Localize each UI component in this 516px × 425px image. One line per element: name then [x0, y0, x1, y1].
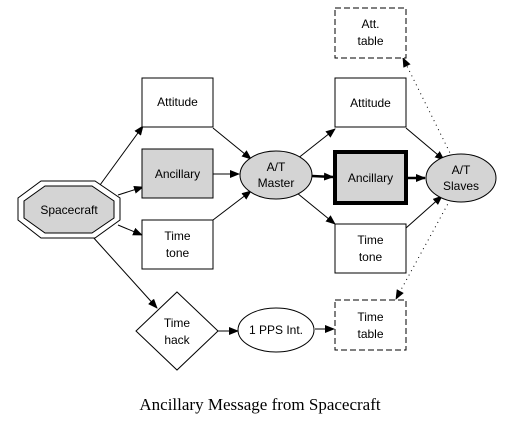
edge-attitude-master [212, 127, 252, 160]
time-tone-1-line1: Time [164, 229, 191, 243]
edge-master-time-tone [296, 192, 336, 225]
edge-attitude-slaves [405, 127, 445, 161]
edge-spacecraft-ancillary [117, 185, 144, 196]
node-pps-int: 1 PPS Int. [237, 307, 315, 353]
time-tone-2-box [334, 223, 407, 274]
time-hack-line2: hack [164, 333, 190, 347]
ancillary-1-box [141, 148, 214, 199]
time-tone-2-line2: tone [359, 250, 383, 264]
at-slaves-line1: A/T [452, 163, 471, 177]
ancillary-1-label: Ancillary [155, 167, 200, 181]
ancillary-2-label: Ancillary [348, 171, 393, 185]
edge-time-tone-master [212, 190, 252, 221]
time-tone-2-line1: Time [357, 233, 384, 247]
edge-master-attitude [296, 128, 336, 160]
edge-spacecraft-time-hack [91, 235, 158, 309]
edge-slaves-att-table [402, 57, 453, 158]
node-ancillary-1: Ancillary [141, 148, 214, 199]
node-at-slaves: A/T Slaves [425, 153, 497, 203]
at-slaves-ellipse [425, 153, 497, 203]
edge-spacecraft-time-tone [117, 224, 143, 236]
time-table-line1: Time [357, 310, 384, 324]
node-ancillary-2: Ancillary [333, 150, 408, 205]
att-table-line1: Att. [361, 17, 379, 31]
time-hack-diamond [135, 291, 219, 371]
time-table-box [334, 299, 407, 351]
node-time-tone-1: Time tone [141, 219, 214, 270]
at-master-ellipse [239, 150, 313, 200]
edge-spacecraft-attitude [99, 125, 144, 186]
node-spacecraft: Spacecraft [17, 180, 121, 239]
att-table-line2: table [357, 34, 383, 48]
attitude-2-label: Attitude [350, 96, 391, 110]
time-tone-1-line2: tone [166, 246, 190, 260]
time-hack-line1: Time [164, 316, 191, 330]
att-table-box [334, 7, 407, 59]
node-attitude-1: Attitude [141, 77, 214, 128]
attitude-1-box [141, 77, 214, 128]
node-att-table: Att. table [334, 7, 407, 59]
edge-time-tone-slaves [405, 195, 443, 229]
at-master-line2: Master [258, 176, 295, 190]
attitude-2-box [334, 77, 407, 128]
time-tone-1-box [141, 219, 214, 270]
spacecraft-inner-octagon [23, 185, 115, 234]
spacecraft-label: Spacecraft [40, 203, 98, 217]
at-master-line1: A/T [267, 160, 286, 174]
time-table-line2: table [357, 327, 383, 341]
diagram-caption: Ancillary Message from Spacecraft [139, 395, 380, 414]
ancillary-2-box [333, 150, 408, 205]
pps-int-ellipse [237, 307, 315, 353]
edge-master-ancillary [311, 172, 334, 181]
node-attitude-2: Attitude [334, 77, 407, 128]
edges [91, 57, 453, 335]
pps-int-label: 1 PPS Int. [249, 323, 303, 337]
node-time-tone-2: Time tone [334, 223, 407, 274]
attitude-1-label: Attitude [157, 95, 198, 109]
node-time-hack: Time hack [135, 291, 219, 371]
at-slaves-line2: Slaves [443, 179, 479, 193]
node-at-master: A/T Master [239, 150, 313, 200]
node-time-table: Time table [334, 299, 407, 351]
